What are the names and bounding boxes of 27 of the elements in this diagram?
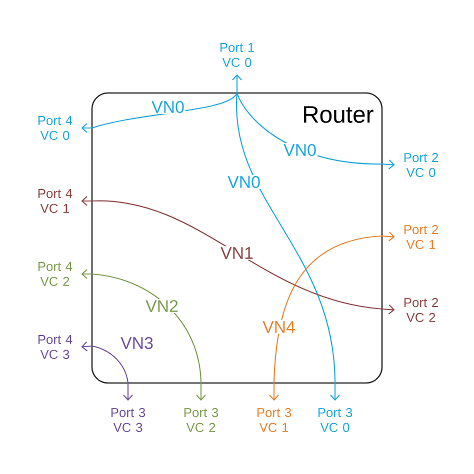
port-label: Port 4 VC 3 bbox=[38, 335, 72, 359]
port-label: Port 2 VC 0 bbox=[404, 152, 438, 178]
edge-label: VN0 bbox=[150, 100, 186, 114]
edge-label: VN4 bbox=[262, 320, 296, 334]
port-label: Port 3 VC 1 bbox=[257, 408, 292, 432]
edge-label: VN2 bbox=[144, 299, 180, 313]
arrow bbox=[232, 74, 242, 93]
edge-label: VN1 bbox=[220, 246, 254, 260]
arrow bbox=[81, 196, 395, 314]
port-label: Port 3 VC 2 bbox=[184, 408, 218, 432]
port-label: Port 2 VC 1 bbox=[404, 224, 438, 250]
edge-label: VN0 bbox=[226, 175, 262, 189]
port-label: Port 4 VC 1 bbox=[38, 189, 72, 213]
arrow bbox=[269, 232, 395, 401]
port-label: Port 3 VC 3 bbox=[111, 408, 146, 432]
arrow bbox=[236, 93, 340, 401]
arrow bbox=[81, 342, 133, 401]
router-label: Router bbox=[304, 106, 374, 123]
arrow bbox=[81, 92, 238, 133]
edge-label: VN0 bbox=[282, 143, 318, 157]
port-label: Port 2 VC 2 bbox=[404, 298, 438, 322]
port-label: Port 4 VC 2 bbox=[38, 262, 72, 286]
arrow bbox=[81, 269, 206, 401]
port-label: Port 4 VC 0 bbox=[38, 116, 72, 140]
port-label: Port 1 VC 0 bbox=[220, 43, 254, 67]
port-label: Port 3 VC 0 bbox=[318, 408, 352, 432]
edge-label: VN3 bbox=[120, 336, 154, 350]
